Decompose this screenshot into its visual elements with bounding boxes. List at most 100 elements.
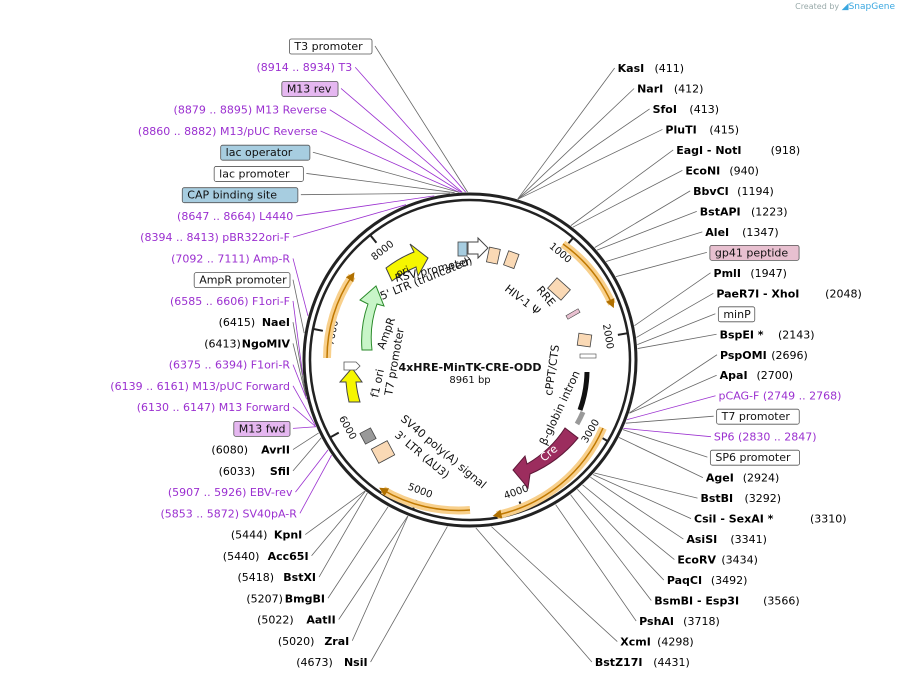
label-m13-forward: (6130 .. 6147) M13 Forward: [137, 401, 290, 414]
boxtext-t3-promoter: T3 promoter: [293, 40, 363, 53]
primer-amp-r: (7092 .. 7111) Amp-R: [171, 252, 290, 265]
tick-mark-8000: [369, 234, 378, 244]
site-name-pshai: PshAI: [639, 615, 674, 628]
label-m13-puc-reverse: (8860 .. 8882) M13/pUC Reverse: [138, 125, 318, 138]
leader-m13-fwd: [292, 426, 316, 429]
leader-csii-sexai: [592, 474, 692, 519]
site-pos-pspomi: (2696): [771, 349, 808, 362]
site-name-bmgbi: BmgBI: [285, 592, 325, 605]
snapgene-logo-icon: ◢: [841, 2, 849, 12]
site-pos-avrii: (6080): [211, 444, 248, 457]
label-avrii: AvrII(6080): [211, 444, 290, 457]
leader-f1ori-r: [292, 364, 308, 400]
site-pos-kasi: (411): [654, 62, 684, 75]
ampr-feature-arrow: [359, 285, 385, 351]
primer-sp6: SP6 (2830 .. 2847): [714, 431, 817, 444]
leader-pspomi: [629, 354, 718, 414]
site-name-pmli: PmlI: [714, 267, 741, 280]
leader-lac-promoter: [306, 173, 455, 194]
site-name-bbvci: BbvCI: [693, 185, 729, 198]
label-plutI: PluTI(415): [665, 123, 739, 136]
leader-m13-reverse: [329, 109, 462, 193]
label-sfii: SfiI(6033): [219, 465, 290, 478]
boxtext-m13-fwd: M13 fwd: [239, 422, 286, 435]
leader-sp6: [623, 427, 711, 438]
leader-m13-rev: [340, 88, 463, 193]
site-pos-bmgbi: (5207): [246, 592, 283, 605]
label-ecorv: EcoRV(3434): [677, 554, 758, 567]
plasmid-size: 8961 bp: [449, 375, 490, 386]
snapgene-credit: Created by ◢SnapGene: [795, 2, 895, 12]
leader-l4440: [296, 195, 435, 217]
leader-naei: [292, 322, 307, 396]
backbone-inner-ring: [308, 198, 632, 522]
leader-agei: [618, 437, 704, 479]
label-t3-primer: (8914 .. 8934) T3: [256, 61, 352, 74]
leader-nsii: [370, 526, 448, 663]
label-pshai: PshAI (3718): [639, 615, 720, 628]
leader-kpni: [305, 490, 366, 535]
leader-t7-promoter: [625, 415, 714, 424]
box-sp6-promoter: [709, 449, 800, 466]
label-acc65i: Acc65I(5440): [223, 550, 309, 563]
label-f1ori-r: (6375 .. 6394) F1ori-R: [169, 359, 291, 372]
site-name-econi: EcoNI: [685, 164, 720, 177]
site-name-ecorv: EcoRV: [677, 554, 716, 567]
tick-mark-7000: [312, 327, 324, 332]
label-lac-promoter: lac promoter: [213, 166, 304, 182]
box-lac-promoter: [213, 166, 304, 182]
arc-left: [323, 273, 356, 359]
site-pos-sfoi: (413): [689, 103, 719, 116]
site-name-eagi-noti: EagI - NotI: [676, 144, 741, 157]
label-nsii: NsiI(4673): [296, 656, 367, 669]
leader-sfii: [292, 437, 322, 472]
label-agei: AgeI(2924): [706, 472, 779, 485]
leader-econi: [572, 170, 683, 228]
leader-apai: [629, 374, 717, 414]
label-sp6-promoter: SP6 promoter: [709, 449, 800, 466]
f1ori-feature-arrow: [338, 367, 363, 403]
site-pos-plutI: (415): [709, 123, 739, 136]
label-l4440: (8647 .. 8664) L4440: [177, 210, 293, 223]
tick-label-8000: 8000: [370, 239, 397, 263]
leader-m13-puc-reverse: [320, 130, 460, 193]
box-lac-operator: [220, 144, 311, 161]
label-bstz17i: BstZ17I(4431): [595, 656, 690, 669]
site-pos-xcmi: (4298): [657, 636, 694, 649]
tick-mark-2000: [617, 332, 628, 336]
label-bspei: BspEI *(2143): [720, 328, 815, 341]
boxtext-gp41-peptide: gp41 peptide: [715, 246, 789, 259]
site-pos-bspei: (2143): [778, 328, 815, 341]
label-paer7i-xhoi: PaeR7I - XhoI(2048): [716, 287, 861, 300]
label-sfoi: SfoI(413): [653, 103, 719, 116]
label-alei: AleI(1347): [705, 226, 778, 239]
label-bstxi: BstXI(5418): [237, 571, 316, 584]
backbone-outer-ring: [302, 192, 638, 528]
label-apai: ApaI(2700): [720, 369, 793, 382]
primer-l4440: (8647 .. 8664) L4440: [177, 210, 293, 223]
site-pos-paer7i-xhoi: (2048): [825, 287, 862, 300]
label-ngomiv: NgoMIV(6413): [204, 337, 290, 350]
leader-ebv-rev: [295, 449, 329, 493]
leader-cap-binding-site: [300, 192, 450, 196]
leader-bstapi: [596, 211, 697, 251]
site-pos-bstz17i: (4431): [653, 656, 690, 669]
site-name-pspomi: PspOMI: [720, 349, 767, 362]
beta-globin-feature: [577, 371, 590, 411]
leader-bstz17i: [475, 527, 593, 663]
site-name-aatii: AatII: [306, 614, 335, 627]
site-pos-agei: (2924): [743, 472, 780, 485]
leader-ampr-promoter: [292, 279, 305, 334]
site-pos-pshai: (3718): [683, 615, 720, 628]
tick-label-2000: 2000: [600, 323, 615, 350]
primer-sv40pa-r: (5853 .. 5872) SV40pA-R: [160, 507, 297, 520]
cre-feature-arrow: [512, 427, 579, 490]
site-pos-bstxi: (5418): [237, 571, 274, 584]
site-pos-zrai: (5020): [278, 635, 315, 648]
tick-mark-6000: [329, 431, 340, 439]
label-m13-puc-forward: (6139 .. 6161) M13/pUC Forward: [110, 380, 290, 393]
site-pos-alei: (1347): [742, 226, 779, 239]
label-eagi-noti: EagI - NotI(918): [676, 144, 800, 157]
site-name-xcmi: XcmI: [620, 636, 651, 649]
